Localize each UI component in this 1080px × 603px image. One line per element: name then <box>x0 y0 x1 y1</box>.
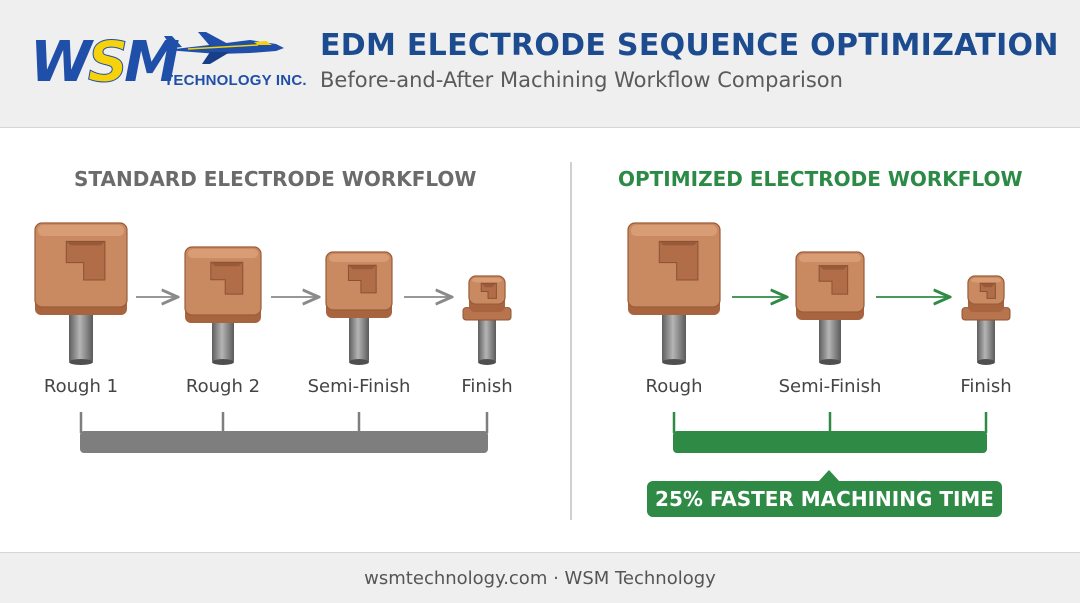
stage-label-standard: Rough 2 <box>185 376 261 397</box>
page-title: EDM ELECTRODE SEQUENCE OPTIMIZATION <box>320 28 1059 63</box>
footer-text: wsmtechnology.com · WSM Technology <box>364 568 716 589</box>
stage-label-standard: Finish <box>461 376 513 397</box>
electrode-icon <box>184 246 262 365</box>
standard-timeline <box>79 412 489 453</box>
standard-workflow-title: STANDARD ELECTRODE WORKFLOW <box>74 167 477 191</box>
logo-letters: WSM <box>30 30 180 95</box>
electrode-icon <box>795 251 865 365</box>
electrode-icon <box>34 222 128 365</box>
section-divider <box>570 162 572 520</box>
optimized-timeline <box>672 412 988 453</box>
stage-label-optimized: Semi-Finish <box>778 376 882 397</box>
electrode-icon <box>627 222 721 365</box>
company-logo: WSM TECHNOLOGY INC. <box>28 28 307 96</box>
faster-time-badge: 25% FASTER MACHINING TIME <box>647 481 1002 517</box>
stage-label-standard: Semi-Finish <box>307 376 411 397</box>
electrode-icon <box>961 275 1011 365</box>
electrode-icon <box>325 251 393 365</box>
stage-label-optimized: Rough <box>645 376 703 397</box>
badge-pointer <box>818 470 840 482</box>
stage-label-standard: Rough 1 <box>43 376 119 397</box>
electrode-icon <box>462 275 512 365</box>
stage-label-optimized: Finish <box>960 376 1012 397</box>
header: WSM TECHNOLOGY INC. EDM ELECTRODE SEQUEN… <box>0 0 1080 128</box>
page-subtitle: Before-and-After Machining Workflow Comp… <box>320 68 843 92</box>
logo-subtitle: TECHNOLOGY INC. <box>164 72 307 89</box>
jet-icon <box>164 32 284 64</box>
electrodes-group <box>34 222 1011 365</box>
footer: wsmtechnology.com · WSM Technology <box>0 552 1080 603</box>
optimized-workflow-title: OPTIMIZED ELECTRODE WORKFLOW <box>618 167 1023 191</box>
